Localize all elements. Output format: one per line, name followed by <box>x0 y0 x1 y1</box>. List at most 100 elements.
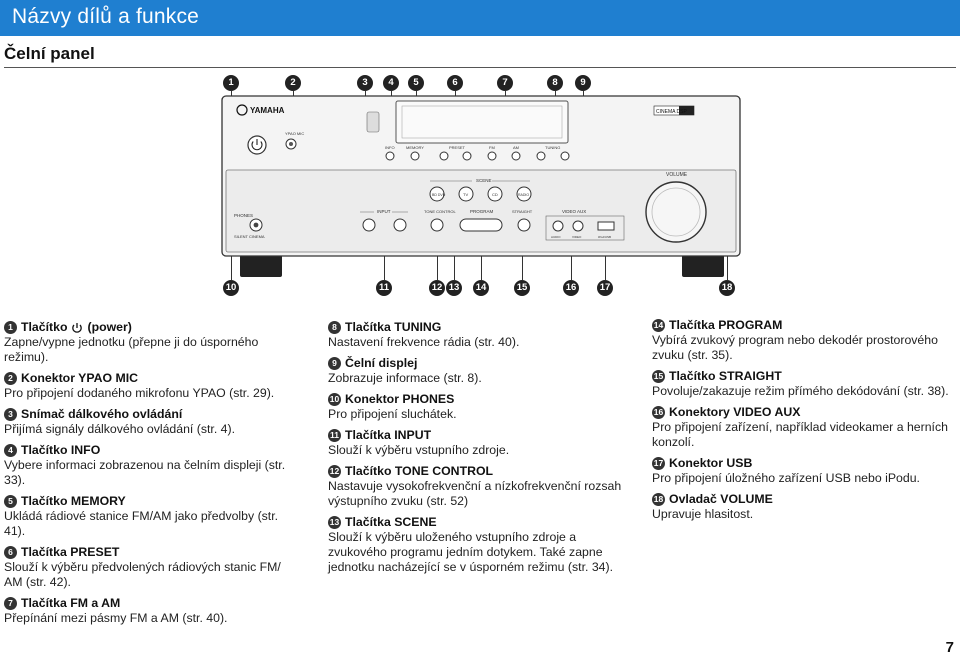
svg-text:TONE CONTROL: TONE CONTROL <box>424 209 456 214</box>
entry-title-suffix: (power) <box>87 320 132 334</box>
entry-number-badge: 9 <box>328 357 341 370</box>
bottom-callout-11: 11 <box>376 280 392 296</box>
entry-title: Tlačítka TUNING <box>345 320 442 334</box>
entry-number-badge: 2 <box>4 372 17 385</box>
entry-title: Tlačítka PRESET <box>21 545 120 559</box>
svg-text:SILENT CINEMA: SILENT CINEMA <box>234 234 265 239</box>
svg-text:INPUT: INPUT <box>377 209 391 214</box>
entry-body: Přepínání mezi pásmy FM a AM (str. 40). <box>4 611 228 625</box>
tone-control-button <box>430 218 444 232</box>
svg-text:AUDIO: AUDIO <box>551 235 561 239</box>
entry-title: Tlačítko TONE CONTROL <box>345 464 494 478</box>
page-header-title: Názvy dílů a funkce <box>12 5 200 28</box>
entry-heading: 15 Tlačítko STRAIGHT <box>652 369 956 384</box>
top-callout-7: 7 <box>497 75 513 91</box>
left-foot <box>240 255 282 277</box>
bottom-leader-line <box>522 256 523 280</box>
volume-label: VOLUME <box>666 172 688 178</box>
bottom-callout-16: 16 <box>563 280 579 296</box>
entry-number-badge: 8 <box>328 321 341 334</box>
svg-text:PHONES: PHONES <box>234 213 253 218</box>
entry-title: Tlačítko STRAIGHT <box>669 369 782 383</box>
bottom-callout-17: 17 <box>597 280 613 296</box>
bottom-callout-18: 18 <box>719 280 735 296</box>
bottom-callout-12: 12 <box>429 280 445 296</box>
front-display <box>395 100 569 144</box>
entry-body: Zapne/vypne jednotku (přepne ji do úspor… <box>4 335 259 364</box>
cinema-dsp-logo: CINEMA DSP <box>656 109 688 115</box>
entry-number-badge: 7 <box>4 597 17 610</box>
svg-text:VIDEO: VIDEO <box>572 235 582 239</box>
top-callout-8: 8 <box>547 75 563 91</box>
input-buttons <box>362 218 407 232</box>
memory-button: MEMORY <box>406 145 424 161</box>
bottom-callout-15: 15 <box>514 280 530 296</box>
entry-number-badge: 15 <box>652 370 665 383</box>
entry-body: Pro připojení úložného zařízení USB nebo… <box>652 471 920 485</box>
svg-text:PRESET: PRESET <box>449 145 466 150</box>
entry-number-badge: 13 <box>328 516 341 529</box>
bottom-leader-line <box>454 256 455 280</box>
entry-number-badge: 4 <box>4 444 17 457</box>
entry-title: Konektor PHONES <box>345 392 455 406</box>
entry-title: Tlačítka INPUT <box>345 428 432 442</box>
svg-text:VIDEO AUX: VIDEO AUX <box>562 209 586 214</box>
entry-title: Konektory VIDEO AUX <box>669 405 801 419</box>
brand-logo: YAMAHA <box>250 106 285 115</box>
section-divider <box>4 67 956 68</box>
remote-sensor <box>366 111 380 133</box>
entry-body: Slouží k výběru vstupního zdroje. <box>328 443 510 457</box>
entry-body: Pro připojení dodaného mikrofonu YPAO (s… <box>4 386 275 400</box>
entry-body: Vybírá zvukový program nebo dekodér pros… <box>652 333 938 362</box>
svg-text:MEMORY: MEMORY <box>406 145 424 150</box>
entry-body: Slouží k výběru předvolených rádiových s… <box>4 560 281 589</box>
entry-body: Slouží k výběru uloženého vstupního zdro… <box>328 530 614 574</box>
entry-heading: 16 Konektory VIDEO AUX <box>652 405 956 420</box>
power-icon <box>72 322 83 333</box>
top-callout-1: 1 <box>223 75 239 91</box>
entry-title: Konektor USB <box>669 456 753 470</box>
entry-body: Ukládá rádiové stanice FM/AM jako předvo… <box>4 509 279 538</box>
entry-title: Tlačítko <box>21 320 68 334</box>
svg-text:RADIO: RADIO <box>518 193 529 197</box>
usb-port <box>597 221 615 231</box>
bottom-leader-line <box>571 256 572 280</box>
entry-number-badge: 16 <box>652 406 665 419</box>
volume-knob <box>645 181 707 243</box>
top-callout-2: 2 <box>285 75 301 91</box>
entry-number-badge: 18 <box>652 493 665 506</box>
scene-buttons: BD DVD TV CD RADIO <box>429 186 532 202</box>
entry-title: Snímač dálkového ovládání <box>21 407 183 421</box>
bottom-callout-13: 13 <box>446 280 462 296</box>
power-icon <box>251 139 263 151</box>
header-bar: Názvy dílů a funkce <box>0 0 960 36</box>
video-aux-jacks: AUDIO VIDEO <box>551 220 584 239</box>
entry-body: Povoluje/zakazuje režim přímého dekódová… <box>652 384 949 398</box>
top-callout-6: 6 <box>447 75 463 91</box>
entry-title: Tlačítko MEMORY <box>21 494 126 508</box>
straight-button <box>517 218 531 232</box>
page-number: 7 <box>945 639 954 656</box>
svg-text:BD DVD: BD DVD <box>432 193 446 197</box>
svg-text:PROGRAM: PROGRAM <box>470 209 494 214</box>
svg-text:AM: AM <box>513 145 519 150</box>
tuning-buttons: TUNING <box>536 145 570 161</box>
